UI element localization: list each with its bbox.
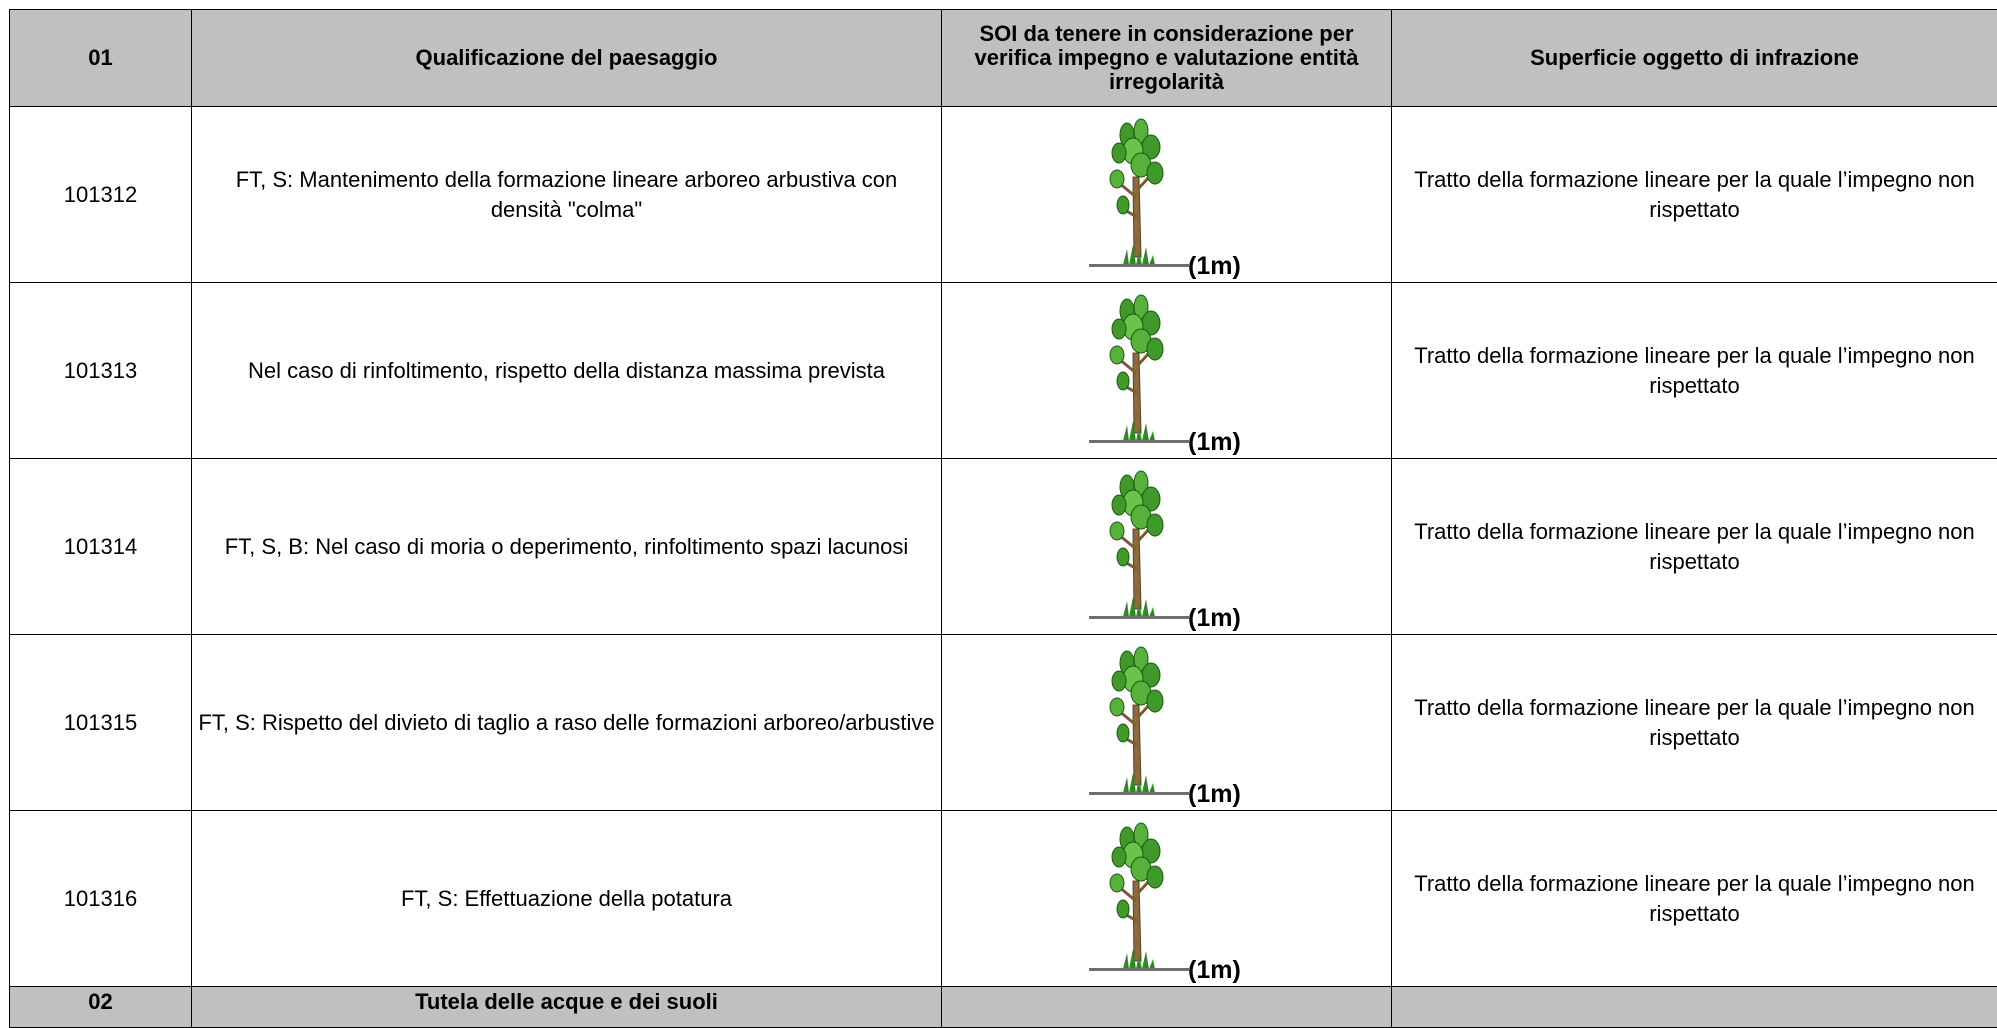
header-row: 01 Qualificazione del paesaggio SOI da t… bbox=[10, 10, 1997, 107]
header-code: 01 bbox=[10, 10, 192, 107]
row-soi: (1m) bbox=[942, 107, 1392, 283]
commitments-table: 01 Qualificazione del paesaggio SOI da t… bbox=[9, 9, 1997, 1028]
header-surface: Superficie oggetto di infrazione bbox=[1392, 10, 1997, 107]
header-soi-text: SOI da tenere in considerazione per veri… bbox=[942, 22, 1391, 94]
table-row: 101312 FT, S: Mantenimento della formazi… bbox=[10, 107, 1997, 283]
table-row: 101315 FT, S: Rispetto del divieto di ta… bbox=[10, 635, 1997, 811]
table-row: 101313 Nel caso di rinfoltimento, rispet… bbox=[10, 283, 1997, 459]
row-code: 101314 bbox=[10, 459, 192, 635]
row-code: 101312 bbox=[10, 107, 192, 283]
row-surface: Tratto della formazione lineare per la q… bbox=[1392, 811, 1997, 987]
row-description-text: Nel caso di rinfoltimento, rispetto dell… bbox=[242, 356, 891, 386]
row-surface: Tratto della formazione lineare per la q… bbox=[1392, 635, 1997, 811]
soi-label: (1m) bbox=[1188, 780, 1241, 808]
row-description-text: FT, S: Rispetto del divieto di taglio a … bbox=[192, 708, 940, 738]
tree-icon bbox=[1089, 469, 1189, 629]
tree-icon bbox=[1089, 293, 1189, 453]
row-code: 101315 bbox=[10, 635, 192, 811]
soi-label: (1m) bbox=[1188, 428, 1241, 456]
header-soi: SOI da tenere in considerazione per veri… bbox=[942, 10, 1392, 107]
section-empty-cell bbox=[1392, 987, 1997, 1028]
section-empty-cell bbox=[942, 987, 1392, 1028]
row-soi: (1m) bbox=[942, 635, 1392, 811]
row-soi: (1m) bbox=[942, 811, 1392, 987]
tree-icon bbox=[1089, 117, 1189, 277]
table-row: 101316 FT, S: Effettuazione della potatu… bbox=[10, 811, 1997, 987]
row-surface: Tratto della formazione lineare per la q… bbox=[1392, 283, 1997, 459]
table-row: 101314 FT, S, B: Nel caso di moria o dep… bbox=[10, 459, 1997, 635]
row-description: FT, S: Mantenimento della formazione lin… bbox=[192, 107, 942, 283]
row-description: FT, S: Effettuazione della potatura bbox=[192, 811, 942, 987]
header-title: Qualificazione del paesaggio bbox=[192, 10, 942, 107]
section-row: 02 Tutela delle acque e dei suoli bbox=[10, 987, 1997, 1028]
row-surface-text: Tratto della formazione lineare per la q… bbox=[1392, 693, 1997, 753]
row-code: 101313 bbox=[10, 283, 192, 459]
tree-icon bbox=[1089, 821, 1189, 981]
row-surface-text: Tratto della formazione lineare per la q… bbox=[1392, 869, 1997, 929]
section-code: 02 bbox=[10, 987, 192, 1028]
row-surface: Tratto della formazione lineare per la q… bbox=[1392, 107, 1997, 283]
row-description-text: FT, S: Effettuazione della potatura bbox=[395, 884, 738, 914]
row-surface-text: Tratto della formazione lineare per la q… bbox=[1392, 341, 1997, 401]
row-surface: Tratto della formazione lineare per la q… bbox=[1392, 459, 1997, 635]
soi-label: (1m) bbox=[1188, 604, 1241, 632]
row-description-text: FT, S, B: Nel caso di moria o deperiment… bbox=[219, 532, 915, 562]
soi-label: (1m) bbox=[1188, 956, 1241, 984]
row-soi: (1m) bbox=[942, 459, 1392, 635]
tree-icon bbox=[1089, 645, 1189, 805]
row-description: FT, S, B: Nel caso di moria o deperiment… bbox=[192, 459, 942, 635]
row-surface-text: Tratto della formazione lineare per la q… bbox=[1392, 165, 1997, 225]
row-code: 101316 bbox=[10, 811, 192, 987]
row-description: Nel caso di rinfoltimento, rispetto dell… bbox=[192, 283, 942, 459]
row-description: FT, S: Rispetto del divieto di taglio a … bbox=[192, 635, 942, 811]
section-title: Tutela delle acque e dei suoli bbox=[192, 987, 942, 1028]
row-surface-text: Tratto della formazione lineare per la q… bbox=[1392, 517, 1997, 577]
row-description-text: FT, S: Mantenimento della formazione lin… bbox=[192, 165, 941, 225]
soi-label: (1m) bbox=[1188, 252, 1241, 280]
row-soi: (1m) bbox=[942, 283, 1392, 459]
